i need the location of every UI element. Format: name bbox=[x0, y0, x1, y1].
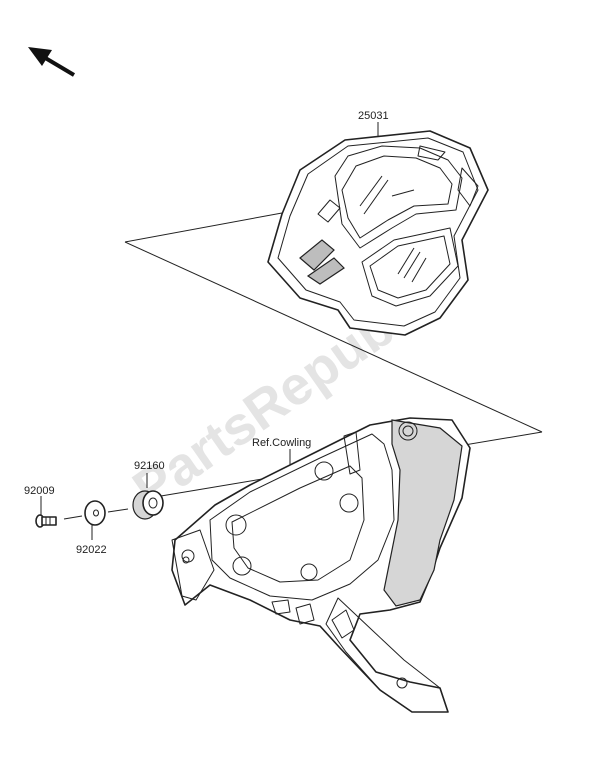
part-number-92160: 92160 bbox=[134, 460, 165, 472]
washer-part[interactable] bbox=[84, 500, 106, 526]
part-number-92009: 92009 bbox=[24, 485, 55, 497]
meter-assembly[interactable] bbox=[267, 130, 489, 336]
arrow-up-left-icon bbox=[28, 47, 76, 77]
part-number-25031: 25031 bbox=[358, 110, 389, 122]
screw-part[interactable] bbox=[35, 514, 57, 528]
cowling-bracket[interactable] bbox=[171, 417, 471, 713]
part-number-92022: 92022 bbox=[76, 544, 107, 556]
reference-cowling-label: Ref.Cowling bbox=[252, 437, 311, 449]
grommet-part[interactable] bbox=[132, 490, 164, 520]
